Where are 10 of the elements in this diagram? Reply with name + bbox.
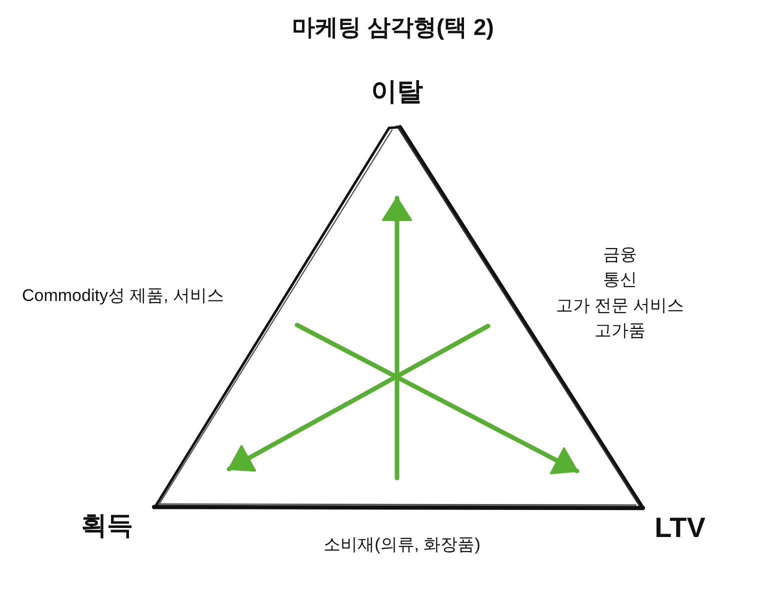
vertex-label: 획득 <box>81 510 133 542</box>
side-label: Commodity성 제품, 서비스 <box>22 286 224 306</box>
title: 마케팅 삼각형(택 2) <box>292 14 494 42</box>
side-label: 금융 <box>603 245 637 266</box>
vertex-label: 이탈 <box>371 76 423 108</box>
side-label: 통신 <box>603 270 637 290</box>
side-label: 소비재(의류, 화장품) <box>324 535 480 556</box>
vertex-label: LTV <box>654 511 706 545</box>
side-label: 고가 전문 서비스 <box>556 296 684 316</box>
side-label: 고가품 <box>594 321 646 342</box>
